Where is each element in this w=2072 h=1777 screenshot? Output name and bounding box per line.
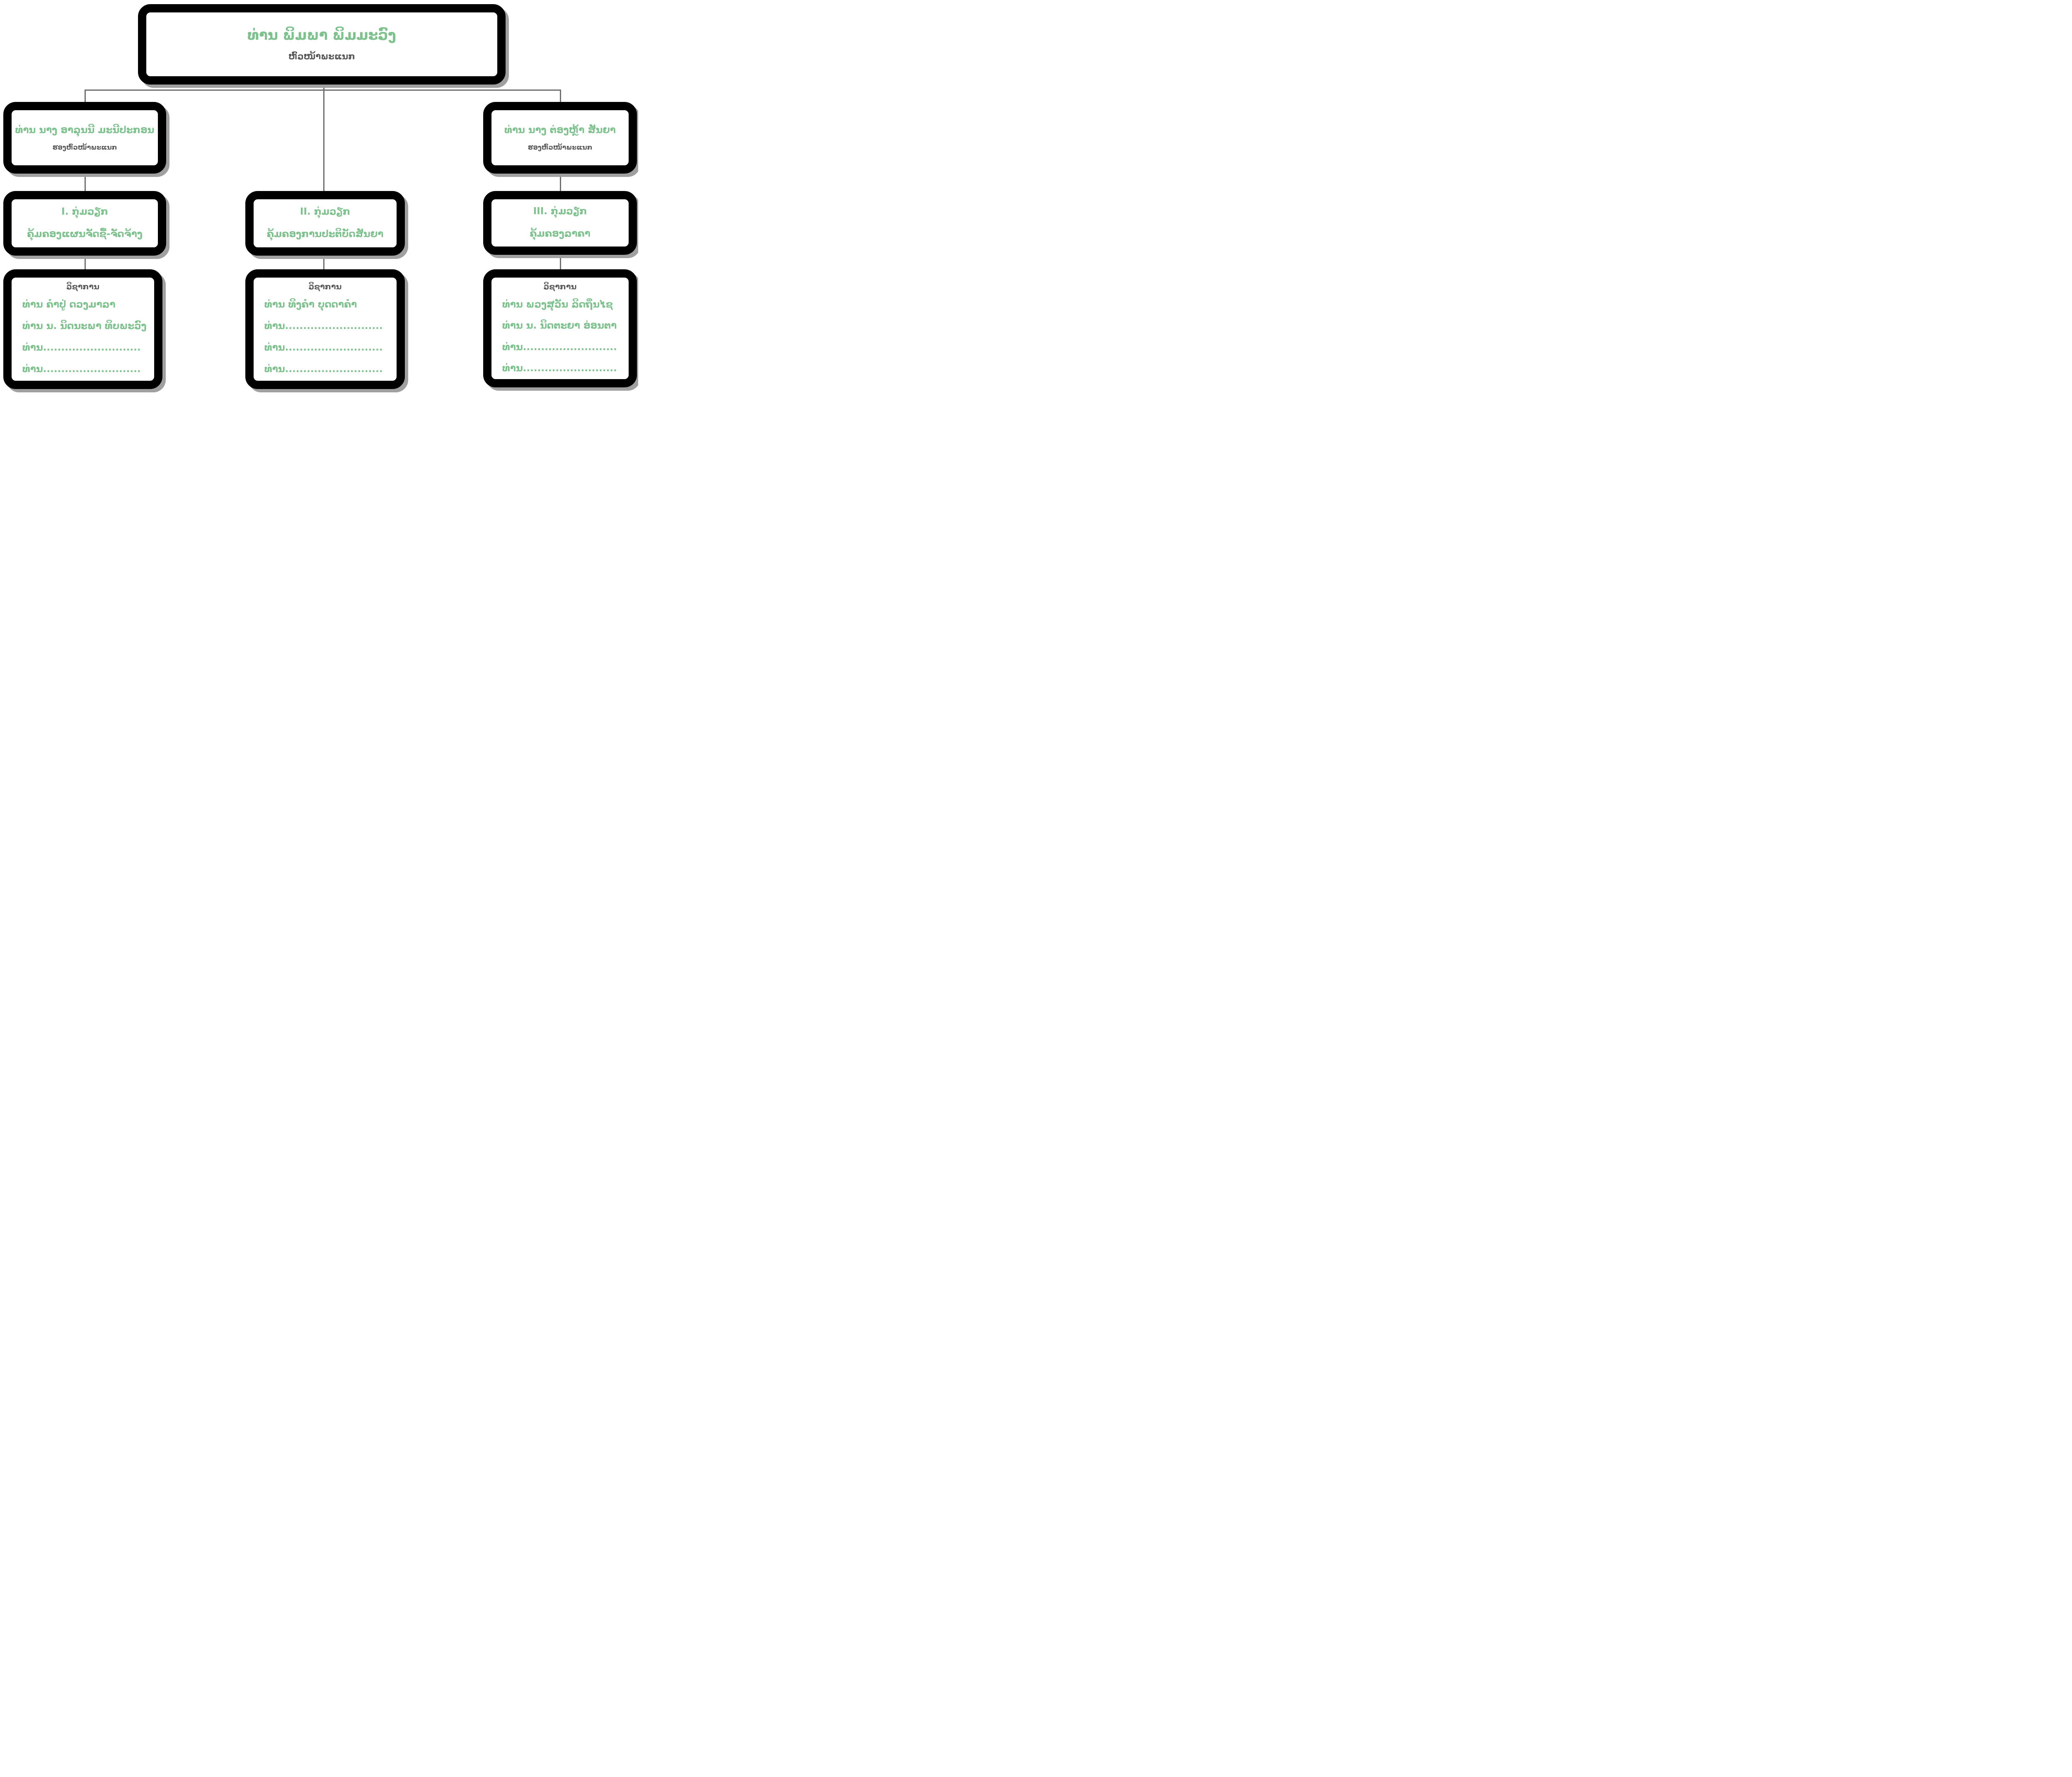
team-2-member: ທ່ານ ທິງຄຳ ບຸດດາຄຳ — [264, 299, 357, 310]
group-1-line2: ຄຸ້ມຄອງແຜນຈັດຊື້-ຈັດຈ້າງ — [27, 229, 143, 239]
org-node-team-2: ວິຊາການ ທ່ານ ທິງຄຳ ບຸດດາຄຳ ທ່ານ.........… — [245, 269, 405, 389]
team-1-header: ວິຊາການ — [66, 282, 99, 291]
deputy-right-role: ຮອງຫົວໜ້າພະແນກ — [528, 143, 593, 151]
org-chart-canvas: ທ່ານ ພິມພາ ພິມມະວົງ ຫົວໜ້າພະແນກ ທ່ານ ນາງ… — [0, 0, 638, 396]
team-1-member: ທ່ານ ຄຳປູ່ ດວງມາລາ — [22, 299, 116, 310]
group-2-line2: ຄຸ້ມຄອງການປະຕິບັດສັນຍາ — [266, 229, 384, 239]
connector-left-stub-bottom — [85, 254, 86, 271]
head-role: ຫົວໜ້າພະແນກ — [288, 51, 355, 62]
connector-left-stub-mid — [85, 172, 86, 193]
team-2-header: ວິຊາການ — [308, 282, 342, 291]
connector-left-stub-top — [85, 89, 86, 104]
connector-right-stub-mid — [560, 172, 561, 193]
team-1-member: ທ່ານ........................... — [22, 363, 141, 375]
connector-center-stub-bottom — [323, 254, 324, 271]
connector-right-stub-top — [560, 89, 561, 104]
team-2-member: ທ່ານ........................... — [264, 320, 383, 331]
org-node-team-3: ວິຊາການ ທ່ານ ພວງສຸວັນ ລິດຖິ່ນໄຊ ທ່ານ ນ. … — [483, 269, 637, 387]
org-node-group-2: II. ກຸ່ມວຽກ ຄຸ້ມຄອງການປະຕິບັດສັນຍາ — [245, 191, 405, 256]
deputy-right-name: ທ່ານ ນາງ ຕ່ອງຫຼ້າ ສັນຍາ — [504, 124, 616, 135]
connector-center-vertical — [323, 85, 324, 191]
group-3-line2: ຄຸ້ມຄອງລາຄາ — [530, 228, 591, 239]
group-2-line1: II. ກຸ່ມວຽກ — [300, 206, 351, 218]
deputy-left-role: ຮອງຫົວໜ້າພະແນກ — [52, 143, 117, 151]
team-2-member: ທ່ານ........................... — [264, 363, 383, 375]
org-node-deputy-left: ທ່ານ ນາງ ອາລຸນນີ ມະນີປະກອນ ຮອງຫົວໜ້າພະແນ… — [3, 102, 166, 174]
org-node-head: ທ່ານ ພິມພາ ພິມມະວົງ ຫົວໜ້າພະແນກ — [138, 4, 506, 85]
team-3-header: ວິຊາການ — [543, 282, 577, 291]
org-node-group-3: III. ກຸ່ມວຽກ ຄຸ້ມຄອງລາຄາ — [483, 191, 637, 255]
connector-right-stub-bottom — [560, 253, 561, 271]
team-3-member: ທ່ານ.......................... — [502, 341, 617, 353]
group-3-line1: III. ກຸ່ມວຽກ — [533, 206, 587, 217]
team-3-member: ທ່ານ.......................... — [502, 363, 617, 374]
org-node-group-1: I. ກຸ່ມວຽກ ຄຸ້ມຄອງແຜນຈັດຊື້-ຈັດຈ້າງ — [3, 191, 166, 256]
org-node-deputy-right: ທ່ານ ນາງ ຕ່ອງຫຼ້າ ສັນຍາ ຮອງຫົວໜ້າພະແນກ — [483, 102, 637, 174]
team-1-member: ທ່ານ ນ. ນິດນະພາ ທິບພະວົງ — [22, 320, 147, 331]
team-1-member: ທ່ານ........................... — [22, 342, 141, 353]
team-3-member: ທ່ານ ນ. ນິດຕະຍາ ອ່ອນຕາ — [502, 320, 617, 331]
deputy-left-name: ທ່ານ ນາງ ອາລຸນນີ ມະນີປະກອນ — [15, 124, 155, 135]
group-1-line1: I. ກຸ່ມວຽກ — [61, 206, 108, 218]
team-3-member: ທ່ານ ພວງສຸວັນ ລິດຖິ່ນໄຊ — [502, 299, 613, 310]
connector-horizontal — [85, 89, 561, 91]
head-name: ທ່ານ ພິມພາ ພິມມະວົງ — [247, 27, 396, 44]
org-node-team-1: ວິຊາການ ທ່ານ ຄຳປູ່ ດວງມາລາ ທ່ານ ນ. ນິດນະ… — [3, 269, 162, 389]
team-2-member: ທ່ານ........................... — [264, 342, 383, 353]
